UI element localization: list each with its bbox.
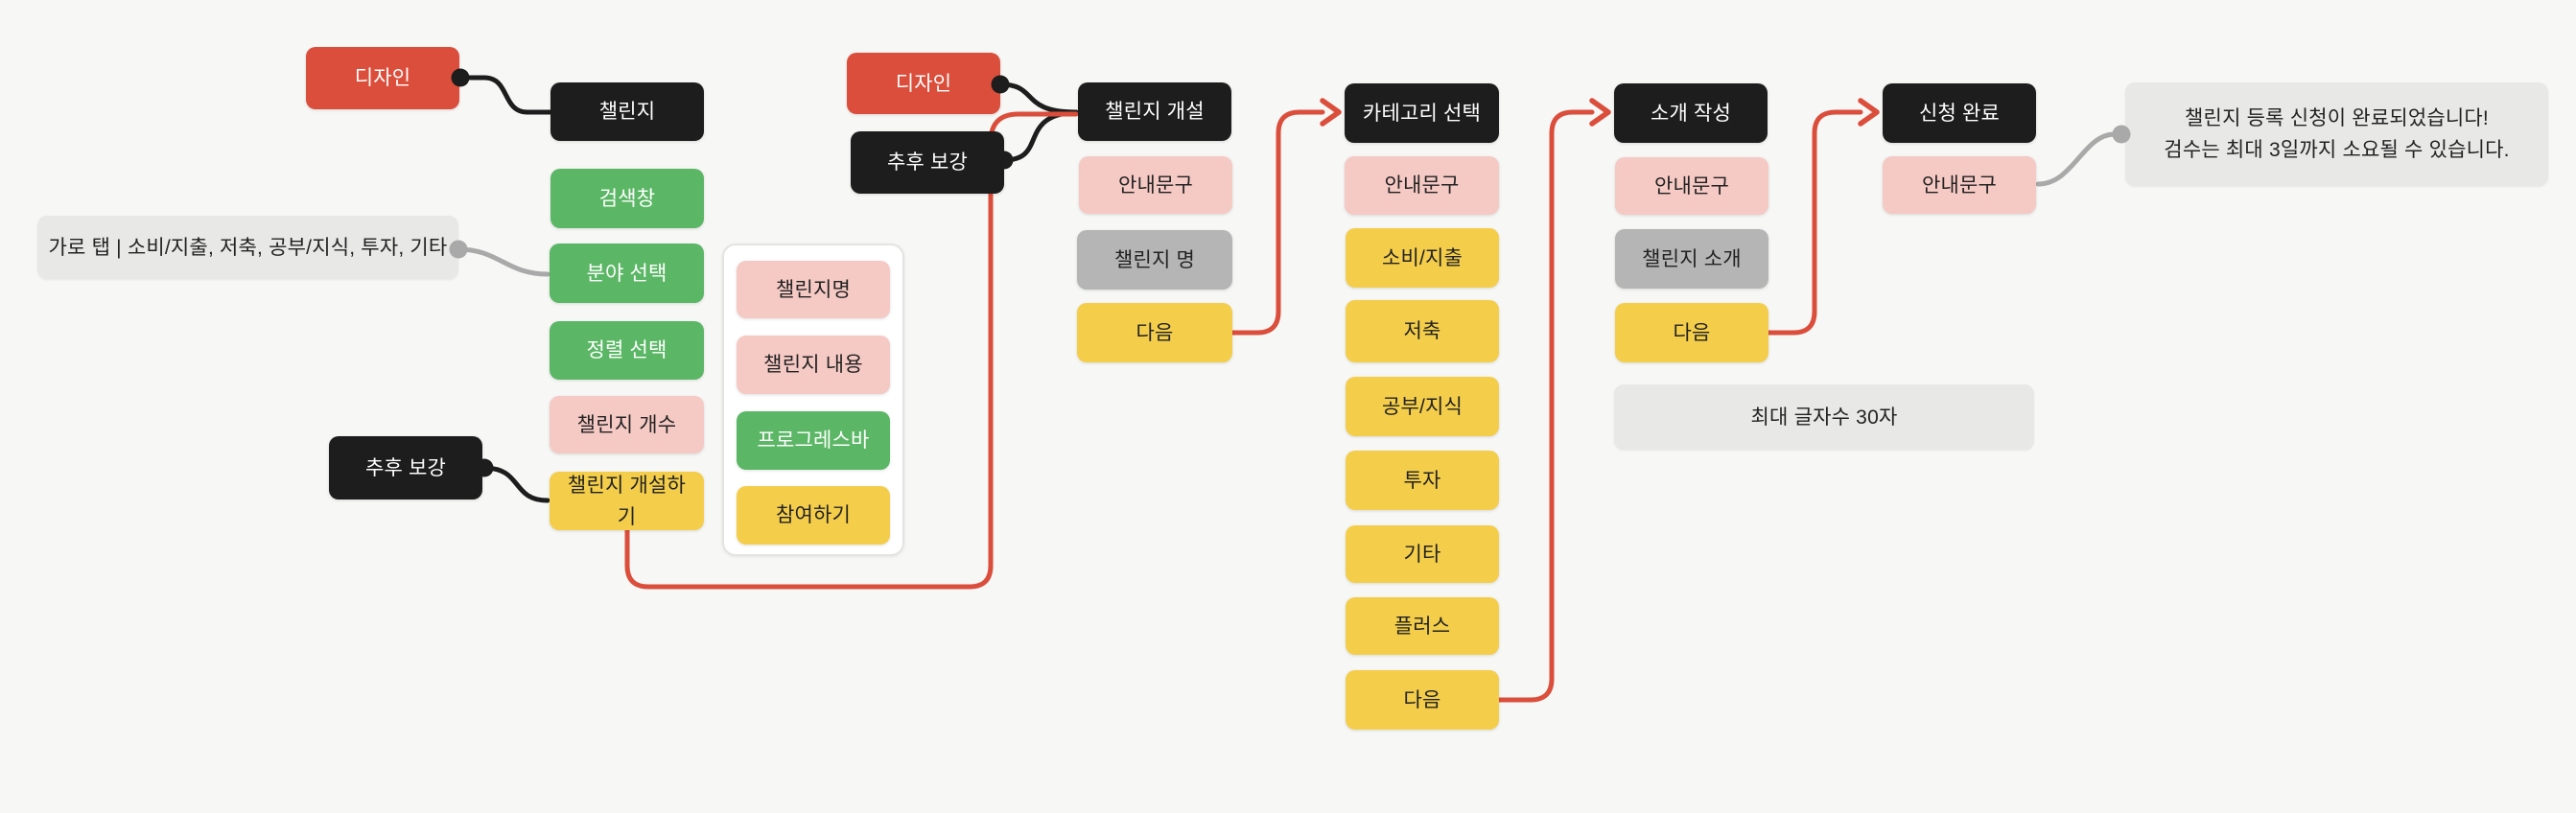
challenge-count[interactable]: 챌린지 개수	[550, 396, 704, 453]
challenge[interactable]: 챌린지	[550, 82, 704, 141]
design-mid[interactable]: 디자인	[847, 53, 1000, 114]
category-select[interactable]: 카테고리 선택	[1345, 83, 1499, 143]
challenge-name-card[interactable]: 챌린지명	[737, 261, 890, 318]
horizontal-tab-note[interactable]: 가로 탭 | 소비/지출, 저축, 공부/지식, 투자, 기타	[37, 216, 458, 279]
category-plus[interactable]: 플러스	[1346, 597, 1499, 655]
complete-message-note[interactable]: 챌린지 등록 신청이 완료되었습니다! 검수는 최대 3일까지 소요될 수 있습…	[2125, 82, 2548, 186]
notice-open[interactable]: 안내문구	[1079, 156, 1232, 214]
challenge-intro[interactable]: 챌린지 소개	[1615, 229, 1768, 289]
join-button[interactable]: 참여하기	[737, 486, 890, 545]
open-challenge[interactable]: 챌린지 개설	[1078, 82, 1231, 141]
category-saving[interactable]: 저축	[1346, 300, 1499, 362]
next-open[interactable]: 다음	[1077, 303, 1232, 362]
field-select[interactable]: 분야 선택	[550, 244, 704, 303]
category-invest[interactable]: 투자	[1346, 451, 1499, 510]
max-chars-note[interactable]: 최대 글자수 30자	[1614, 384, 2034, 450]
intro-write[interactable]: 소개 작성	[1614, 83, 1768, 143]
sort-select[interactable]: 정렬 선택	[550, 321, 704, 380]
category-study[interactable]: 공부/지식	[1346, 377, 1499, 436]
category-etc[interactable]: 기타	[1346, 525, 1499, 583]
notice-intro[interactable]: 안내문구	[1615, 157, 1768, 215]
apply-complete[interactable]: 신청 완료	[1883, 83, 2036, 143]
challenge-content[interactable]: 챌린지 내용	[737, 336, 890, 394]
challenge-name-field[interactable]: 챌린지 명	[1077, 230, 1232, 290]
notice-category[interactable]: 안내문구	[1345, 156, 1499, 215]
progress-bar[interactable]: 프로그레스바	[737, 411, 890, 470]
later-reinforce-left[interactable]: 추후 보강	[329, 436, 482, 499]
next-intro[interactable]: 다음	[1615, 303, 1768, 362]
design-left[interactable]: 디자인	[306, 47, 459, 109]
category-spending[interactable]: 소비/지출	[1346, 228, 1499, 288]
later-reinforce-mid[interactable]: 추후 보강	[851, 131, 1004, 194]
next-category[interactable]: 다음	[1346, 670, 1499, 730]
notice-complete[interactable]: 안내문구	[1883, 156, 2036, 214]
search-bar[interactable]: 검색창	[550, 169, 704, 228]
create-challenge[interactable]: 챌린지 개설하기	[550, 472, 704, 530]
